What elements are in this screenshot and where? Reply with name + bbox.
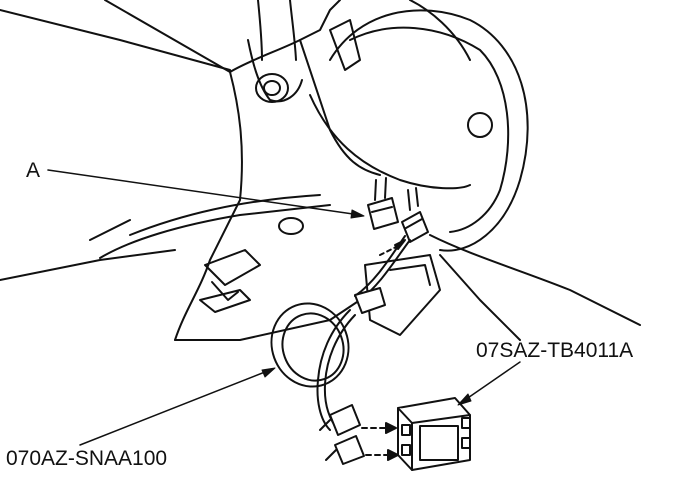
callout-adapter-part-label: 07SAZ-TB4011A (476, 339, 634, 362)
connector-a (367, 177, 399, 230)
leader-harness (79, 369, 271, 446)
leader-a (47, 169, 361, 216)
lower-panel (0, 249, 176, 281)
harness-plugs (319, 404, 365, 465)
dashboard-outline (0, 9, 231, 71)
connector-mating (401, 187, 429, 243)
harness-cable (270, 235, 411, 431)
callout-harness-part-label: 070AZ-SNAA100 (6, 447, 168, 470)
column-shroud (229, 0, 341, 73)
adapter-box (397, 397, 471, 471)
leader-adapter (461, 361, 521, 403)
steering-wheel (329, 9, 529, 252)
callout-a-label: A (26, 159, 41, 182)
